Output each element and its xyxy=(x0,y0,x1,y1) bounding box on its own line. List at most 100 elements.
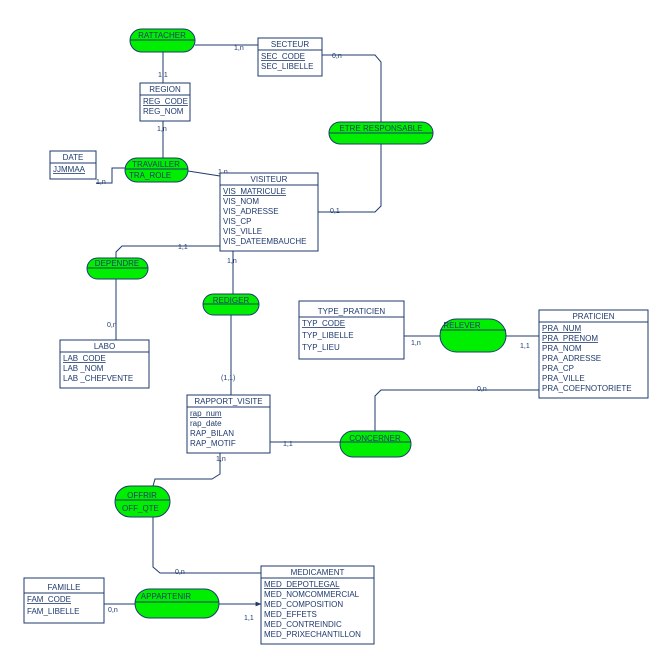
entity-famille[interactable]: FAMILLE FAM_CODE FAM_LIBELLE xyxy=(23,577,105,624)
entity-attribute: PRA_NOM xyxy=(542,344,582,353)
entity-attribute: LAB _NOM xyxy=(63,364,104,373)
entity-praticien[interactable]: PRATICIENPRA_NUMPRA_PRENOMPRA_NOMPRA_ADR… xyxy=(538,309,649,399)
card-dependre-labo: 0,n xyxy=(107,322,117,329)
card-responsable-visiteur: 0,1 xyxy=(330,208,340,215)
entity-key-attribute: JJMMAA xyxy=(53,165,86,174)
entity-attribute: MED_CONTREINDIC xyxy=(264,620,342,629)
entity-title: MEDICAMENT xyxy=(291,568,345,577)
assoc-etre-responsable[interactable]: ETRE RESPONSABLE xyxy=(328,121,434,145)
assoc-travailler[interactable]: TRAVAILLER TRA_ROLE xyxy=(124,157,189,183)
entity-medicament[interactable]: MEDICAMENT MED_DEPOTLEGALMED_NOMCOMMERCIA… xyxy=(260,565,375,645)
link-type-relever xyxy=(403,317,440,337)
card-famille-appartenir: 0,n xyxy=(108,607,118,614)
entity-attribute: VIS_DATEEMBAUCHE xyxy=(223,237,306,246)
entity-title: REGION xyxy=(149,85,181,94)
entity-attribute: MED_NOMCOMMERCIAL xyxy=(264,590,360,599)
entity-attribute: REG_NOM xyxy=(143,107,184,116)
entity-attribute: VIS_ADRESSE xyxy=(223,207,279,216)
assoc-offrir[interactable]: OFFRIR OFF_QTE xyxy=(114,485,171,518)
entity-key-attribute: TYP_CODE xyxy=(302,319,345,328)
link-visiteur-dependre xyxy=(115,245,222,258)
assoc-offrir-label: OFFRIR xyxy=(127,491,157,500)
entity-attribute: MED_PRIXECHANTILLON xyxy=(264,630,361,639)
card-date-travailler: 1,n xyxy=(96,179,106,186)
entity-type-praticien[interactable]: TYPE_PRATICIENTYP_CODETYP_LIBELLETYP_LIE… xyxy=(298,300,405,360)
card-visiteur-dependre: 1,1 xyxy=(178,244,188,251)
assoc-rediger[interactable]: REDIGER xyxy=(202,293,260,316)
card-praticien-concerner: 0,n xyxy=(477,386,487,393)
entity-box xyxy=(186,394,271,454)
assoc-concerner-label: CONCERNER xyxy=(349,434,401,443)
assoc-appartenir-label: APPARTENIR xyxy=(141,592,192,601)
assoc-dependre[interactable]: DEPENDRE xyxy=(86,257,149,280)
card-rattacher-region: 1,1 xyxy=(158,72,168,79)
entity-attribute: SEC_LIBELLE xyxy=(261,62,313,71)
link-travailler-visiteur xyxy=(187,170,221,177)
entity-title: SECTEUR xyxy=(271,40,309,49)
entity-attribute: PRA_CP xyxy=(542,364,574,373)
entity-attribute: rap_date xyxy=(190,419,222,428)
assoc-etre-responsable-label: ETRE RESPONSABLE xyxy=(339,124,422,133)
entity-key-attribute: PRA_PRENOM xyxy=(542,334,598,343)
card-rediger-rapport: (1,1) xyxy=(221,375,235,382)
entity-title: PRATICIEN xyxy=(572,312,614,321)
entity-key-attribute: FAM_CODE xyxy=(27,595,71,604)
entity-attribute: MED_COMPOSITION xyxy=(264,600,343,609)
link-secteur-responsable xyxy=(322,54,382,122)
entity-box xyxy=(59,339,150,389)
entity-box xyxy=(260,565,375,645)
entity-title: TYPE_PRATICIEN xyxy=(318,307,386,316)
entity-attribute: VIS_VILLE xyxy=(223,227,262,236)
assoc-rattacher[interactable]: RATTACHER xyxy=(129,28,196,53)
card-appartenir-medicament: 1,1 xyxy=(244,615,254,622)
assoc-concerner[interactable]: CONCERNER xyxy=(339,430,412,458)
assoc-appartenir[interactable]: APPARTENIR xyxy=(134,588,220,619)
entity-box xyxy=(23,577,105,624)
assoc-rediger-label: REDIGER xyxy=(213,296,250,305)
entity-attribute: MED_EFFETS xyxy=(264,610,317,619)
entity-visiteur[interactable]: VISITEURVIS_MATRICULEVIS_NOMVIS_ADRESSEV… xyxy=(219,172,319,252)
card-relever-praticien: 1,1 xyxy=(520,343,530,350)
link-offrir-medicament xyxy=(152,517,261,574)
entity-attribute: VIS_CP xyxy=(223,217,251,226)
card-rapport-concerner: 1,1 xyxy=(283,441,293,448)
entity-attribute: TYP_LIBELLE xyxy=(302,331,354,340)
card-type-relever: 1,n xyxy=(411,340,421,347)
assoc-rattacher-label: RATTACHER xyxy=(138,31,186,40)
entity-attribute: LAB _CHEFVENTE xyxy=(63,374,133,383)
entity-attribute: RAP_MOTIF xyxy=(190,439,236,448)
entity-attribute: FAM_LIBELLE xyxy=(27,607,79,616)
card-rattacher-secteur: 1,n xyxy=(234,45,244,52)
link-praticien-concerner xyxy=(374,389,539,431)
entity-title: VISITEUR xyxy=(251,175,288,184)
entity-attribute: PRA_COEFNOTORIETE xyxy=(542,384,632,393)
associations: RATTACHER ETRE RESPONSABLE TRAVAILLER TR… xyxy=(86,28,507,619)
entity-title: FAMILLE xyxy=(48,583,81,592)
card-region-travailler: 1,n xyxy=(157,126,167,133)
entity-key-attribute: REG_CODE xyxy=(143,97,188,106)
entity-attribute: RAP_BILAN xyxy=(190,429,234,438)
assoc-dependre-label: DEPENDRE xyxy=(95,259,139,268)
entity-key-attribute: MED_DEPOTLEGAL xyxy=(264,580,340,589)
entity-title: DATE xyxy=(63,153,84,162)
entity-key-attribute: VIS_MATRICULE xyxy=(223,187,286,196)
link-responsable-visiteur xyxy=(318,144,382,213)
entity-attribute: VIS_NOM xyxy=(223,197,259,206)
entity-key-attribute: LAB_CODE xyxy=(63,354,106,363)
entity-rapport-visite[interactable]: RAPPORT_VISITErap_numrap_dateRAP_BILANRA… xyxy=(186,394,271,454)
entity-box xyxy=(139,82,191,122)
assoc-offrir-attr: OFF_QTE xyxy=(122,504,159,513)
card-offrir-medicament: 0,n xyxy=(175,569,185,576)
assoc-relever[interactable]: RELEVER xyxy=(439,318,507,353)
entity-box xyxy=(49,150,97,180)
card-rapport-offrir: 1,n xyxy=(216,456,226,463)
entity-date[interactable]: DATE JJMMAA xyxy=(49,150,97,180)
entity-box xyxy=(538,309,649,399)
entity-key-attribute: SEC_CODE xyxy=(261,52,305,61)
assoc-travailler-attr: TRA_ROLE xyxy=(129,171,171,180)
